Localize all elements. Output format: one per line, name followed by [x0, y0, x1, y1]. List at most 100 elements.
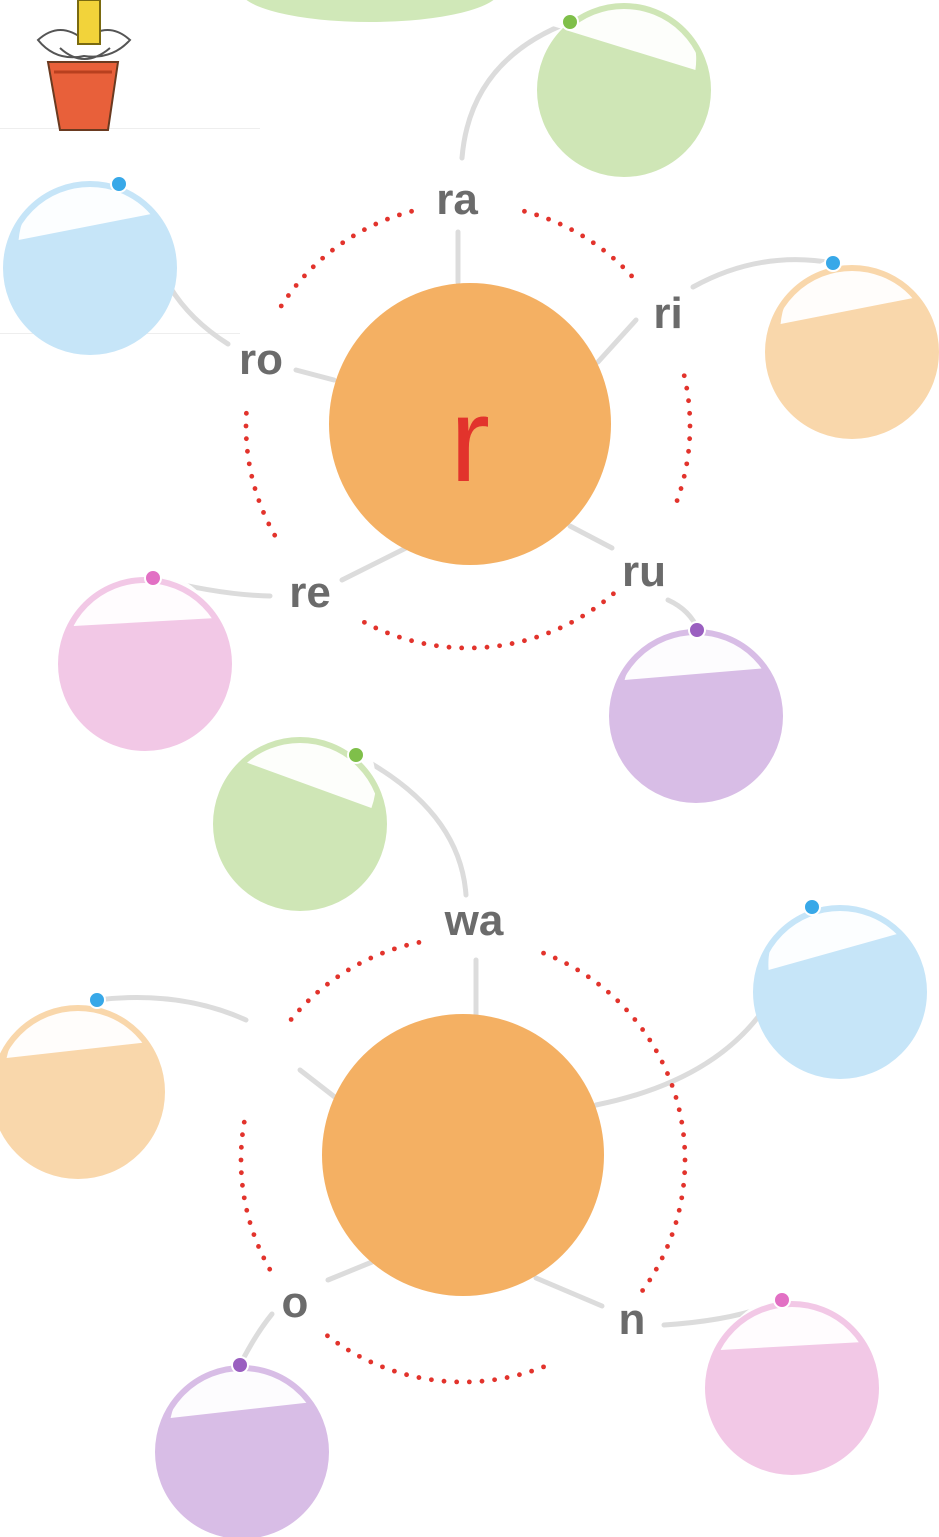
ring-dot — [509, 641, 515, 646]
ring-dot — [361, 227, 367, 233]
ring-dot — [681, 1132, 686, 1138]
ring-dot — [288, 1017, 294, 1022]
ring-dot — [479, 1378, 485, 1384]
ring-dot — [272, 532, 278, 538]
ring-dot — [580, 233, 586, 239]
ring-dot — [267, 1266, 273, 1272]
ring-dot — [529, 1368, 535, 1374]
ring-dot — [590, 606, 596, 612]
ring-dot — [484, 644, 490, 650]
ring-dot — [557, 625, 563, 631]
bubble-blue-ro-knob — [110, 175, 128, 193]
ring-dot — [665, 1071, 670, 1076]
ring-dot — [647, 1277, 653, 1283]
ring-dot — [522, 638, 527, 644]
ring-dot — [320, 255, 326, 261]
bubble-peach-left-knob — [88, 991, 106, 1009]
top-rule — [0, 128, 260, 129]
ring-dot — [249, 473, 255, 479]
ring-dot — [335, 974, 341, 980]
ring-dot — [569, 227, 575, 233]
ring-dot — [569, 619, 575, 625]
ring-dot — [585, 974, 591, 980]
ring-dot — [404, 942, 409, 948]
ring-dot — [681, 373, 687, 379]
ring-dot — [682, 1157, 688, 1163]
ring-dot — [674, 498, 680, 504]
bubble-purple-o-knob — [231, 1356, 249, 1374]
ring-dot — [632, 1017, 638, 1022]
bubble-blue-ro — [3, 170, 177, 355]
ring-dot — [492, 1377, 497, 1383]
bubble-pink-re — [58, 569, 232, 751]
ring-dot — [684, 461, 690, 467]
ring-dot — [653, 1048, 659, 1054]
ring-dot — [679, 1119, 685, 1125]
ring-dot — [240, 1132, 245, 1138]
ring-dot — [522, 208, 527, 214]
dotted-ring-r — [243, 208, 693, 651]
ring-dot — [373, 625, 379, 631]
ring-dot — [266, 521, 272, 527]
ring-dot — [245, 448, 250, 454]
ring-dot — [678, 486, 684, 491]
ring-dot — [404, 1372, 409, 1378]
ring-dot — [385, 216, 390, 222]
ring-dot — [610, 255, 616, 261]
ring-dot — [659, 1059, 665, 1065]
syllable-wa: wa — [444, 896, 504, 945]
ring-dot — [368, 1359, 374, 1365]
bubble-pink-re-knob — [144, 569, 162, 587]
bubble-purple-o — [155, 1356, 329, 1537]
ring-dot — [297, 1007, 302, 1013]
ring-dot — [681, 473, 687, 479]
center-circle-w — [322, 1014, 604, 1296]
ring-dot — [240, 1182, 245, 1188]
ring-dot — [575, 967, 581, 973]
ring-dot — [340, 240, 346, 246]
ring-dot — [285, 293, 291, 298]
ring-dot — [356, 961, 362, 967]
ring-dot — [466, 1379, 472, 1385]
ring-dot — [421, 641, 427, 646]
ring-dot — [380, 950, 385, 956]
syllable-o: o — [281, 1278, 309, 1327]
ring-dot — [676, 1107, 682, 1113]
ring-dot — [251, 1232, 257, 1238]
ring-dot — [601, 247, 606, 253]
ring-dot — [459, 645, 465, 651]
ring-dot — [580, 613, 586, 619]
ring-dot — [409, 638, 414, 644]
group-w — [0, 706, 927, 1537]
ring-dot — [241, 1195, 247, 1201]
syllable-ri: ri — [653, 289, 683, 338]
ring-dot — [434, 643, 439, 649]
ring-dot — [673, 1220, 679, 1225]
ring-dot — [471, 645, 477, 651]
ring-dot — [305, 998, 311, 1004]
ring-dot — [373, 221, 379, 227]
ring-dot — [416, 940, 422, 945]
bubble-green-wa-knob — [347, 746, 365, 764]
bubble-green-ra — [537, 0, 711, 177]
top-green-bubble — [246, 0, 494, 22]
ring-dot — [238, 1157, 244, 1163]
ring-dot — [605, 989, 611, 995]
ring-dot — [361, 619, 367, 625]
bubble-pink-n — [705, 1291, 879, 1475]
center-letter-r: r — [450, 373, 490, 507]
syllable-ra: ra — [436, 175, 478, 224]
ring-dot — [396, 212, 402, 218]
ring-dot — [416, 1375, 422, 1380]
ring-dot — [238, 1170, 244, 1176]
ring-dot — [640, 1288, 646, 1293]
ring-dot — [504, 1375, 510, 1380]
ring-dot — [684, 385, 690, 391]
ring-dot — [681, 1182, 686, 1188]
bubble-peach-ri — [765, 254, 939, 439]
syllable-ru: ru — [622, 547, 666, 596]
ring-dot — [246, 461, 252, 467]
ring-dot — [385, 630, 390, 636]
ring-dot — [315, 989, 321, 995]
ring-dot — [541, 950, 546, 956]
